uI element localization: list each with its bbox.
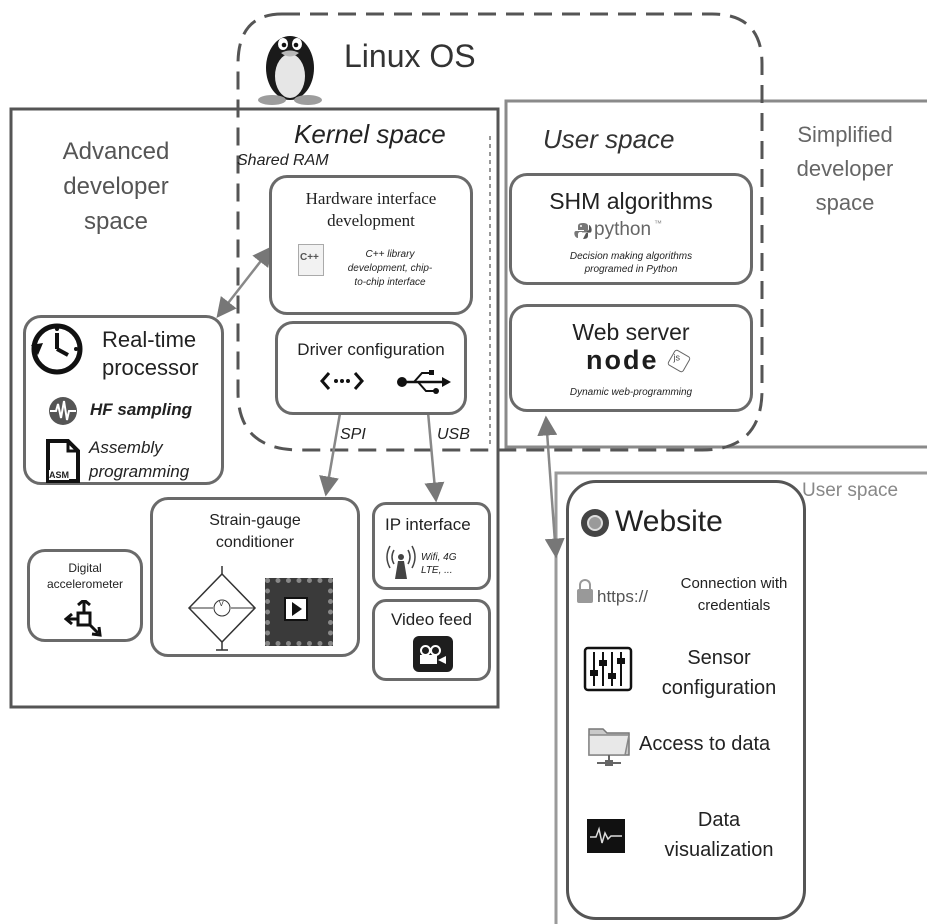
user-space-2-label: User space <box>802 480 899 501</box>
web-server-title: Web server <box>572 319 690 345</box>
advanced-space-label: Advanced developer space <box>62 138 170 235</box>
padlock-icon <box>577 579 593 603</box>
python-wordmark: python <box>594 219 652 240</box>
waveform-icon <box>49 397 77 425</box>
nodejs-wordmark: node <box>586 345 659 375</box>
usb-icon <box>397 370 451 394</box>
assembly-label: Assembly programming <box>89 438 190 481</box>
strain-gauge-box: Strain-gauge conditioner V <box>150 497 360 657</box>
linux-penguin-icon <box>258 36 322 105</box>
realtime-processor-box: Real-time processor HF sampling ASM Asse… <box>23 315 224 485</box>
connection-credentials-label: Connection with credentials <box>680 575 788 614</box>
user-space-frame <box>504 99 927 449</box>
microchip-icon <box>265 578 333 646</box>
ip-interface-box: IP interface Wifi, 4G LTE, ... <box>372 502 491 590</box>
hardware-interface-box: Hardware interface development C++ C++ l… <box>269 175 473 315</box>
data-visualization-label: Data visualization <box>664 809 774 861</box>
website-panel: Website https:// Connection with credent… <box>566 480 806 920</box>
shm-algorithms-title: SHM algorithms <box>549 188 713 214</box>
cpp-file-icon: C++ <box>298 244 324 276</box>
wifi-antenna-icon <box>386 545 416 579</box>
usb-label: USB <box>437 426 470 443</box>
advanced-space-frame <box>9 107 500 709</box>
sensor-config-label: Sensor configuration <box>661 647 777 699</box>
spi-label: SPI <box>340 426 366 443</box>
realtime-processor-title: Real-time processor <box>102 327 199 380</box>
driver-config-box: Driver configuration <box>275 321 467 415</box>
video-feed-title: Video feed <box>391 610 472 629</box>
shm-algorithms-box: SHM algorithms python ™ Decision making … <box>509 173 753 285</box>
website-globe-icon <box>581 509 609 537</box>
oscilloscope-icon <box>587 819 625 853</box>
video-feed-box: Video feed <box>372 599 491 681</box>
accelerometer-title: Digital accelerometer <box>46 561 124 591</box>
python-trademark: ™ <box>654 219 662 228</box>
user-space-label: User space <box>543 124 675 154</box>
spi-code-icon <box>320 372 364 390</box>
linux-os-title: Linux OS <box>344 38 476 74</box>
kernel-space-label: Kernel space <box>294 119 446 149</box>
accelerometer-box: Digital accelerometer <box>27 549 143 642</box>
network-folder-icon <box>588 728 630 766</box>
https-label: https:// <box>597 587 649 606</box>
access-data-label: Access to data <box>639 733 771 755</box>
hardware-interface-note: C++ library development, chip- to-chip i… <box>347 249 433 288</box>
shared-ram-label: Shared RAM <box>237 152 329 169</box>
website-title: Website <box>615 505 723 538</box>
simplified-space-label: Simplified developer space <box>796 122 894 215</box>
web-server-box: Web server node js Dynamic web-programmi… <box>509 304 753 412</box>
ip-interface-title: IP interface <box>385 515 471 534</box>
driver-config-title: Driver configuration <box>297 340 445 359</box>
hardware-interface-title: Hardware interface development <box>305 189 437 230</box>
nodejs-hexagon-icon: js <box>666 348 692 374</box>
arrow-realtime-hw <box>216 246 273 318</box>
strain-gauge-title: Strain-gauge conditioner <box>209 512 301 551</box>
accelerometer-axes-icon <box>64 600 102 637</box>
arrow-webserver-website <box>537 415 565 559</box>
hf-sampling-label: HF sampling <box>90 400 193 419</box>
sliders-config-icon <box>583 646 633 692</box>
video-camera-icon <box>413 636 453 672</box>
web-server-note: Dynamic web-programming <box>569 387 693 398</box>
wheatstone-bridge-icon <box>187 566 257 651</box>
linux-os-boundary <box>236 12 764 452</box>
asm-file-label: ASM <box>49 470 69 480</box>
clock-icon <box>31 323 83 375</box>
shm-note: Decision making algorithms programed in … <box>569 251 693 275</box>
ip-interface-note: Wifi, 4G LTE, ... <box>421 552 457 576</box>
python-logo-icon <box>574 223 592 239</box>
bridge-voltmeter-label: V <box>219 601 224 608</box>
